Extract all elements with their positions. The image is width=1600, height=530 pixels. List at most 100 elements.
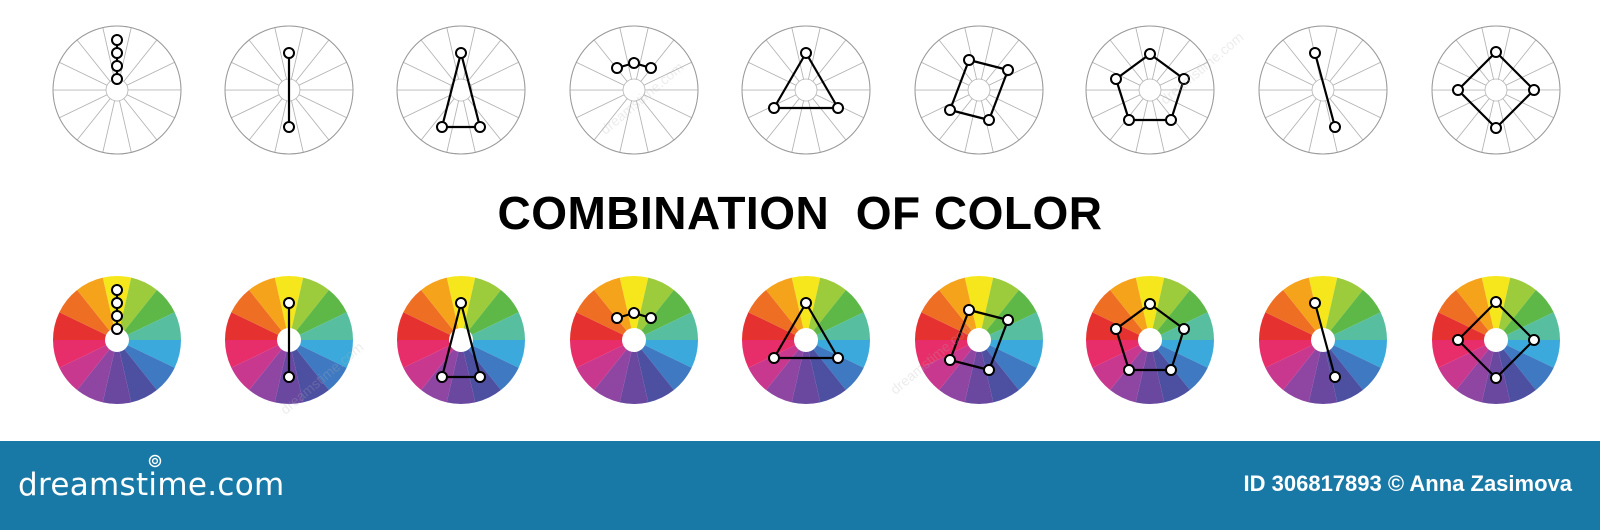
wheel-segment xyxy=(59,344,111,391)
pentagon-scheme-color-wheel xyxy=(1086,276,1214,404)
square-tetradic-scheme-color-wheel xyxy=(1432,276,1560,404)
wheel-segment xyxy=(225,312,280,340)
harmony-connector xyxy=(1114,302,1186,372)
wheel-rim xyxy=(569,25,699,155)
wheel-segment xyxy=(291,277,329,332)
harmony-node xyxy=(1123,114,1135,126)
harmony-node xyxy=(628,57,640,69)
wheel-segment xyxy=(119,277,157,332)
wheel-segment xyxy=(981,348,1019,403)
harmony-node xyxy=(983,114,995,126)
wheel-segment xyxy=(964,350,994,404)
harmony-node xyxy=(455,297,467,309)
wheel-segment xyxy=(467,289,519,336)
analogous-scheme-color-wheel xyxy=(570,276,698,404)
wheel-segment xyxy=(985,344,1037,391)
wheel-segment xyxy=(1505,312,1560,340)
harmony-node xyxy=(611,62,623,74)
wheel-segment xyxy=(815,340,870,368)
wheel-segment xyxy=(1329,344,1381,391)
wheel-center xyxy=(449,328,473,352)
wheel-segment xyxy=(748,289,800,336)
harmony-node xyxy=(1110,323,1122,335)
pentagon-scheme-outline-wheel xyxy=(1085,25,1215,155)
harmony-node xyxy=(455,47,467,59)
wheel-center xyxy=(967,328,991,352)
wheel-segment xyxy=(1332,340,1387,368)
wheel-segment xyxy=(570,340,625,368)
wheel-segment xyxy=(403,289,455,336)
wheel-segment xyxy=(1502,289,1554,336)
near-complementary-scheme-color-wheel xyxy=(1259,276,1387,404)
harmony-node xyxy=(944,104,956,116)
harmony-node xyxy=(436,371,448,383)
dreamstime-logo[interactable]: dreamstime.com xyxy=(18,467,285,503)
harmony-node xyxy=(1490,46,1502,58)
wheel-segment xyxy=(403,344,455,391)
wheel-segment xyxy=(1152,277,1190,332)
harmony-node xyxy=(944,354,956,366)
harmony-node xyxy=(983,364,995,376)
wheel-segment xyxy=(643,340,698,368)
harmony-node xyxy=(1002,64,1014,76)
wheel-segment xyxy=(791,350,821,404)
wheel-segment xyxy=(1308,276,1338,330)
wheel-segment xyxy=(1325,277,1363,332)
wheel-segment xyxy=(225,340,280,368)
wheel-segment xyxy=(921,344,973,391)
wheel-rim xyxy=(396,25,526,155)
wheel-center xyxy=(105,328,129,352)
wheel-segment xyxy=(397,312,452,340)
harmony-node xyxy=(1165,114,1177,126)
split-complementary-scheme-outline-wheel xyxy=(396,25,526,155)
rectangle-tetradic-scheme-color-wheel xyxy=(915,276,1043,404)
harmony-node xyxy=(1329,121,1341,133)
wheel-segment xyxy=(1332,312,1387,340)
analogous-scheme-outline-wheel xyxy=(569,25,699,155)
wheel-segment xyxy=(231,289,283,336)
wheel-segment xyxy=(1432,312,1487,340)
harmony-node xyxy=(111,310,123,322)
wheel-segment xyxy=(1283,277,1321,332)
monochromatic-scheme-outline-wheel xyxy=(52,25,182,155)
footer-bar: dreamstime.com ID 306817893 © Anna Zasim… xyxy=(0,441,1600,530)
wheel-segment xyxy=(1505,340,1560,368)
harmony-node xyxy=(832,352,844,364)
wheel-segment xyxy=(102,350,132,404)
harmony-node xyxy=(111,47,123,59)
wheel-segment xyxy=(812,289,864,336)
outline-wheels-row xyxy=(52,25,1561,155)
harmony-node xyxy=(111,73,123,85)
wheel-segment xyxy=(249,277,287,332)
wheel-segment xyxy=(1329,289,1381,336)
wheel-segment xyxy=(921,289,973,336)
wheel-segment xyxy=(467,344,519,391)
wheel-segment xyxy=(1265,289,1317,336)
harmony-node xyxy=(963,54,975,66)
triadic-scheme-color-wheel xyxy=(742,276,870,404)
wheel-segment xyxy=(77,348,115,403)
harmony-connector xyxy=(772,51,840,110)
wheel-segment xyxy=(939,277,977,332)
harmony-node xyxy=(800,47,812,59)
harmony-node xyxy=(1110,73,1122,85)
wheel-segment xyxy=(619,350,649,404)
harmony-node xyxy=(611,312,623,324)
wheel-segment xyxy=(397,340,452,368)
harmony-node xyxy=(1490,122,1502,134)
harmony-node xyxy=(1178,323,1190,335)
image-credit: ID 306817893 © Anna Zasimova xyxy=(1244,467,1572,501)
wheel-center xyxy=(622,328,646,352)
complementary-scheme-outline-wheel xyxy=(224,25,354,155)
wheel-center xyxy=(1484,328,1508,352)
wheel-segment xyxy=(1498,277,1536,332)
harmony-node xyxy=(436,121,448,133)
harmony-node xyxy=(111,60,123,72)
wheel-segment xyxy=(766,348,804,403)
harmony-node xyxy=(1490,372,1502,384)
harmony-node xyxy=(111,297,123,309)
wheel-segment xyxy=(748,344,800,391)
harmony-node xyxy=(1452,84,1464,96)
harmony-node xyxy=(111,34,123,46)
wheel-segment xyxy=(766,277,804,332)
